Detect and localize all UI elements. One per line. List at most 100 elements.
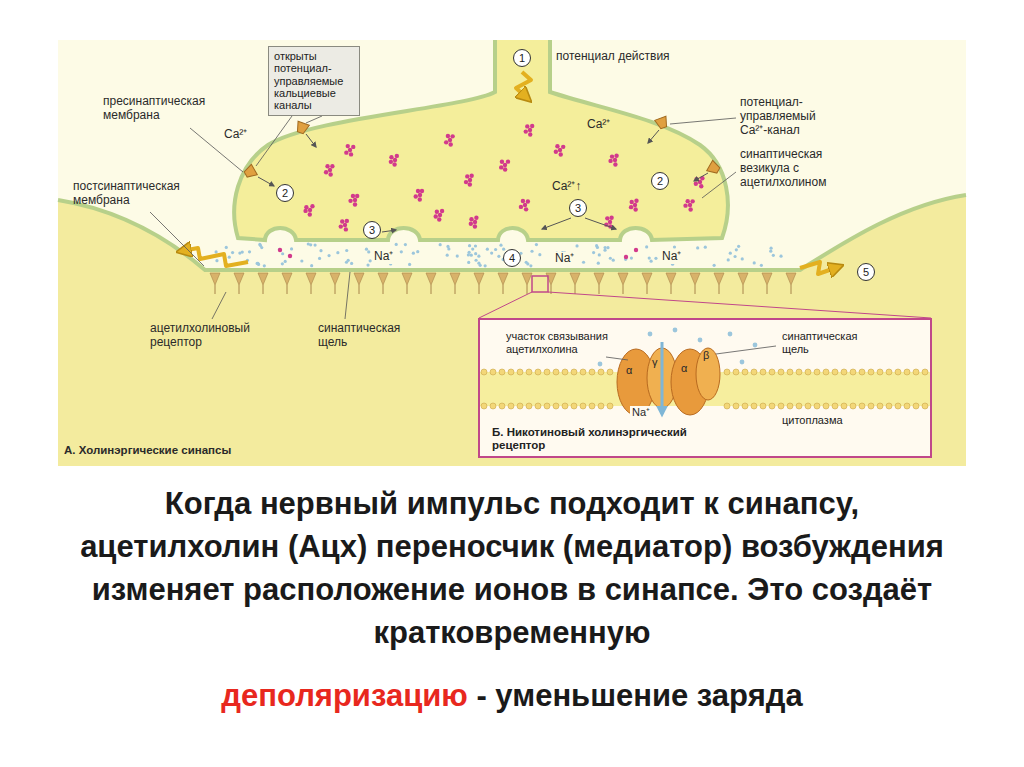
cleft-dot: [467, 261, 470, 264]
cleft-dot: [215, 259, 218, 262]
impulse-arrow: [182, 248, 248, 266]
cleft-dot: [263, 264, 266, 267]
number-text: 3: [369, 225, 375, 236]
nicotinic-receptor: [617, 342, 720, 415]
acetylcholine-dot: [353, 202, 357, 206]
leader-line: [716, 346, 776, 354]
figure-ground: [58, 40, 966, 466]
cleft-dot: [497, 255, 500, 258]
callout-number: 3: [363, 221, 381, 239]
acetylcholine-dot: [395, 154, 399, 158]
cleft-dot: [612, 259, 615, 262]
cleft-dot: [772, 254, 775, 257]
acetylcholine-dot: [559, 152, 563, 156]
lipid-head: [589, 369, 595, 375]
acetylcholine-dot: [440, 209, 444, 213]
cleft-dot: [468, 244, 471, 247]
acetylcholine-dot: [392, 162, 396, 166]
lipid-head: [823, 369, 829, 375]
receptor-symbol: [738, 273, 748, 285]
lipid-head: [553, 403, 559, 409]
lipid-head: [598, 369, 604, 375]
label-text: синаптическая щель: [782, 330, 882, 355]
acetylcholine-dot: [558, 148, 562, 152]
calcium-entry-arrows: [258, 130, 708, 232]
cleft-dot: [345, 249, 348, 252]
receptor-stem: [599, 285, 600, 294]
acetylcholine-dot: [523, 203, 527, 207]
lipid-head: [778, 369, 784, 375]
acetylcholine-dot: [469, 174, 473, 178]
acetylcholine-dot: [609, 216, 613, 220]
lipid-head: [841, 369, 847, 375]
lipid-head: [850, 369, 856, 375]
lipid-head: [571, 369, 577, 375]
receptor-stem: [311, 285, 312, 294]
cleft-dot: [290, 247, 293, 250]
lipid-head: [814, 369, 820, 375]
cleft-dot: [310, 264, 313, 267]
lipid-head: [724, 369, 730, 375]
acetylcholine-dot: [690, 199, 694, 203]
callout-number: 5: [857, 263, 875, 281]
lipid-head: [877, 369, 883, 375]
lipid-head: [796, 369, 802, 375]
lipid-head: [580, 369, 586, 375]
lipid-head: [805, 369, 811, 375]
lipid-head: [904, 403, 910, 409]
subunit-label: β: [703, 349, 709, 362]
cleft-dot: [753, 261, 756, 264]
cleft-dot: [741, 257, 744, 260]
acetylcholine-dot: [499, 165, 503, 169]
lipid-head: [544, 403, 550, 409]
subunit-label: γ: [652, 356, 658, 369]
calcium-arrow: [694, 173, 708, 181]
acetylcholine-dot: [308, 212, 312, 216]
cleft-dot: [260, 246, 263, 249]
cleft-dot: [447, 247, 450, 250]
lipid-head: [904, 369, 910, 375]
acetylcholine-dot: [438, 213, 442, 217]
inset-panel: участок связывания ацетилхолинасинаптиче…: [478, 318, 932, 458]
zoom-line: [479, 292, 532, 318]
cleft-dot: [597, 262, 600, 265]
lipid-head: [913, 403, 919, 409]
acetylcholine-dot: [521, 199, 525, 203]
acetylcholine-dot: [348, 199, 352, 203]
acetylcholine-dot: [420, 189, 424, 193]
cleft-dot: [468, 251, 471, 254]
postsynaptic-cell: [58, 195, 966, 466]
receptor-symbol: [234, 273, 244, 285]
acetylcholine-dot: [629, 205, 633, 209]
acetylcholine-dot: [634, 199, 638, 203]
inset-ground: [478, 318, 932, 458]
cleft-dot: [439, 243, 442, 246]
acetylcholine-dot: [528, 132, 532, 136]
lipid-head: [733, 369, 739, 375]
acetylcholine-dot: [688, 203, 692, 207]
acetylcholine-dot: [473, 224, 477, 228]
cleft-dot: [456, 255, 459, 258]
cleft-dot: [471, 248, 474, 251]
lipid-head: [607, 403, 613, 409]
part-label: синаптическая везикула с ацетилхолином: [740, 148, 840, 189]
ion-label: Na⁺: [553, 252, 576, 266]
cleft-dot: [735, 248, 738, 251]
cleft-dot: [609, 257, 612, 260]
acetylcholine-dot: [344, 150, 348, 154]
cleft-dot: [713, 264, 716, 267]
lipid-head: [598, 403, 604, 409]
lipid-head: [724, 403, 730, 409]
acetylcholine-dot: [465, 174, 469, 178]
leader-line: [212, 292, 226, 319]
acetylcholine-dot: [328, 168, 332, 172]
lipid-head: [481, 369, 487, 375]
zoom-square: [532, 276, 548, 292]
cleft-dot: [395, 243, 398, 246]
cleft-dot: [779, 255, 782, 258]
lipid-head: [742, 369, 748, 375]
cleft-dot: [603, 249, 606, 252]
cleft-dot: [494, 248, 497, 251]
cleft-dot: [284, 260, 287, 263]
acetylcholine-dot: [469, 221, 473, 225]
